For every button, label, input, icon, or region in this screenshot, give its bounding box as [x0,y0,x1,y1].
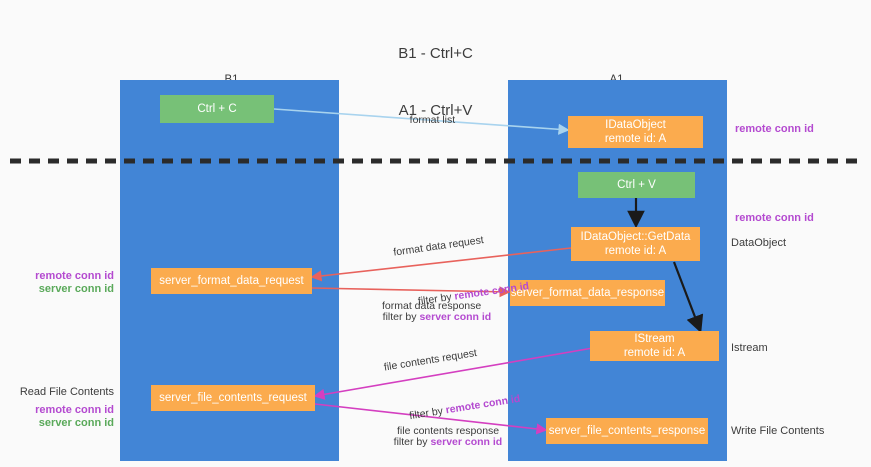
node-istream-line-2: remote id: A [623,347,686,359]
node-server-format-data-response-label: server_format_data_response [510,287,665,299]
edge-label-format-data-response: format data response [382,274,481,339]
node-istream-line-1: IStream [634,333,675,345]
node-server-file-contents-request-label: server_file_contents_request [159,392,307,404]
page-title-line-1: B1 - Ctrl+C [398,45,473,62]
node-idataobject-getdata-line-1: IDataObject::GetData [580,231,691,243]
edge-label-format-data-response-text: format data response [382,300,482,312]
edge-label-format-list-text: format list [409,114,456,126]
annotation-left-server-conn-id-bot: server conn id [38,417,114,429]
edge-label-format-data-response-filter-key: server conn id [419,311,492,323]
node-ctrl-v-label: Ctrl + V [617,179,656,191]
edge-label-file-contents-request-text: file contents request [383,346,478,374]
node-idataobject-line-2: remote id: A [604,133,667,145]
annotation-left-remote-conn-id-mid: remote conn id [35,270,114,282]
edge-label-file-contents-response-filter-pre: filter by [393,436,431,448]
edge-label-format-data-response-filter-pre: filter by [382,311,420,323]
edge-label-format-data-response-filter: filter by server conn id [371,298,492,337]
node-idataobject-getdata-line-2: remote id: A [604,245,667,257]
annotation-right-istream: Istream [731,342,768,354]
node-server-file-contents-response-label: server_file_contents_response [548,425,706,437]
annotation-left-read-file-contents: Read File Contents [19,386,114,398]
annotation-right-remote-conn-id-top: remote conn id [735,123,814,135]
annotation-right-remote-conn-id-mid: remote conn id [735,212,814,224]
annotation-left-remote-conn-id-bot: remote conn id [35,404,114,416]
node-ctrl-v[interactable]: Ctrl + V [578,172,695,198]
annotation-right-write-file-contents: Write File Contents [731,425,825,437]
annotation-right-dataobject: DataObject [731,237,787,249]
node-idataobject-line-1: IDataObject [605,119,666,131]
edge-label-file-contents-response-filter-key: server conn id [430,436,503,448]
node-server-file-contents-response[interactable]: server_file_contents_response [546,418,708,444]
edge-label-format-list: format list [398,101,456,140]
node-server-file-contents-request[interactable]: server_file_contents_request [151,385,315,411]
node-server-format-data-request-label: server_format_data_request [159,275,304,287]
node-idataobject[interactable]: IDataObject remote id: A [568,116,703,148]
annotation-left-server-conn-id-mid: server conn id [38,283,114,295]
node-ctrl-c-label: Ctrl + C [197,103,237,115]
node-server-format-data-response[interactable]: server_format_data_response [510,280,665,306]
node-server-format-data-request[interactable]: server_format_data_request [151,268,312,294]
node-idataobject-getdata[interactable]: IDataObject::GetData remote id: A [571,227,700,261]
node-istream[interactable]: IStream remote id: A [590,331,719,361]
edge-label-file-contents-response-text: file contents response [397,425,500,437]
edge-label-format-data-request-text: format data request [392,234,485,259]
node-ctrl-c[interactable]: Ctrl + C [160,95,274,123]
edge-label-file-contents-response: file contents response [397,399,499,464]
edge-label-file-contents-response-filter: filter by server conn id [382,423,503,462]
